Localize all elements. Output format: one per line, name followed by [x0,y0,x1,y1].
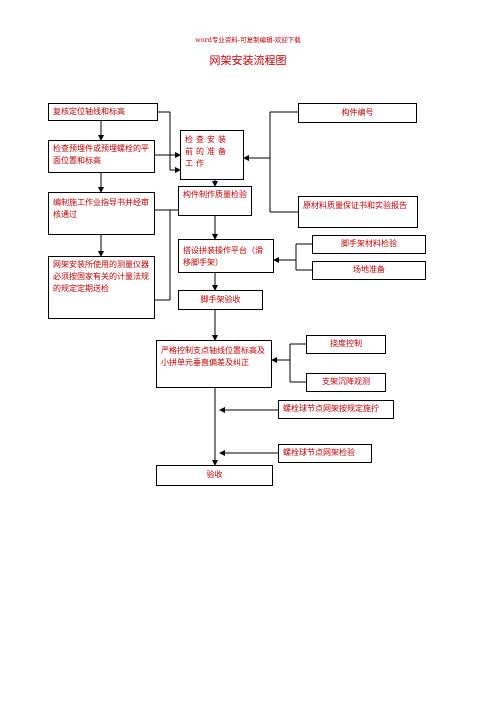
node-component-number: 构件编号 [298,103,417,123]
node-final-accept-label: 验收 [206,470,223,479]
node-scaffold-material-label: 脚手架材料检验 [341,239,397,248]
node-bolt-inspect-label: 螺栓球节点网架检验 [283,448,355,457]
node-bolt-inspect: 螺栓球节点网架检验 [278,444,372,463]
node-support-settle: 支架沉降观测 [306,373,386,392]
node-compile-guide-label: 编制施工作业指导书并经审核通过 [53,198,149,219]
node-scaffold-accept-label: 脚手架验收 [200,295,241,304]
node-pre-install-prep-label: 检查安装前的准备工作 [185,135,229,168]
node-instruments: 网架安装所使用的测量仪器必须按国家有关的计量法规的规定定期送检 [48,256,155,319]
node-compile-guide: 编制施工作业指导书并经审核通过 [48,192,155,235]
node-control-axis: 严格控制支点轴线位置标高及小拼单元垂直偏差及纠正 [156,340,272,388]
node-recheck-axis: 复核定位轴线和标高 [48,103,158,121]
page-header: word专业资料-可复制编辑-欢迎下载 [195,36,301,44]
node-site-prep: 场地准备 [312,261,426,280]
node-scaffold-material: 脚手架材料检验 [312,235,426,254]
node-bolt-tighten-label: 螺栓球节点网架按规定施拧 [283,404,379,413]
node-instruments-label: 网架安装所使用的测量仪器必须按国家有关的计量法规的规定定期送检 [53,260,149,293]
node-raw-material-label: 原材料质量保证书和实验报告 [303,201,407,210]
node-pre-install-prep: 检查安装前的准备工作 [180,130,244,180]
node-scaffold-accept: 脚手架验收 [178,290,263,310]
node-check-embedded: 检查预埋件或预埋螺栓的平面位置和标高 [48,140,155,173]
node-component-number-label: 构件编号 [341,108,374,117]
node-final-accept: 验收 [156,465,273,486]
node-control-axis-label: 严格控制支点轴线位置标高及小拼单元垂直偏差及纠正 [161,346,265,367]
node-site-prep-label: 场地准备 [353,265,385,274]
node-recheck-axis-label: 复核定位轴线和标高 [53,107,125,116]
node-assembly-platform: 搭设拼装操作平台（滑移脚手架） [178,239,274,273]
node-deflection: 挠度控制 [306,335,386,354]
node-component-inspect: 构件制作质量检验 [178,186,252,216]
node-raw-material: 原材料质量保证书和实验报告 [298,196,418,228]
node-check-embedded-label: 检查预埋件或预埋螺栓的平面位置和标高 [53,144,149,165]
node-support-settle-label: 支架沉降观测 [322,377,370,386]
node-deflection-label: 挠度控制 [330,339,362,348]
node-component-inspect-label: 构件制作质量检验 [183,190,247,199]
page-title: 网架安装流程图 [209,54,287,67]
node-assembly-platform-label: 搭设拼装操作平台（滑移脚手架） [183,246,263,267]
node-bolt-tighten: 螺栓球节点网架按规定施拧 [278,400,394,419]
